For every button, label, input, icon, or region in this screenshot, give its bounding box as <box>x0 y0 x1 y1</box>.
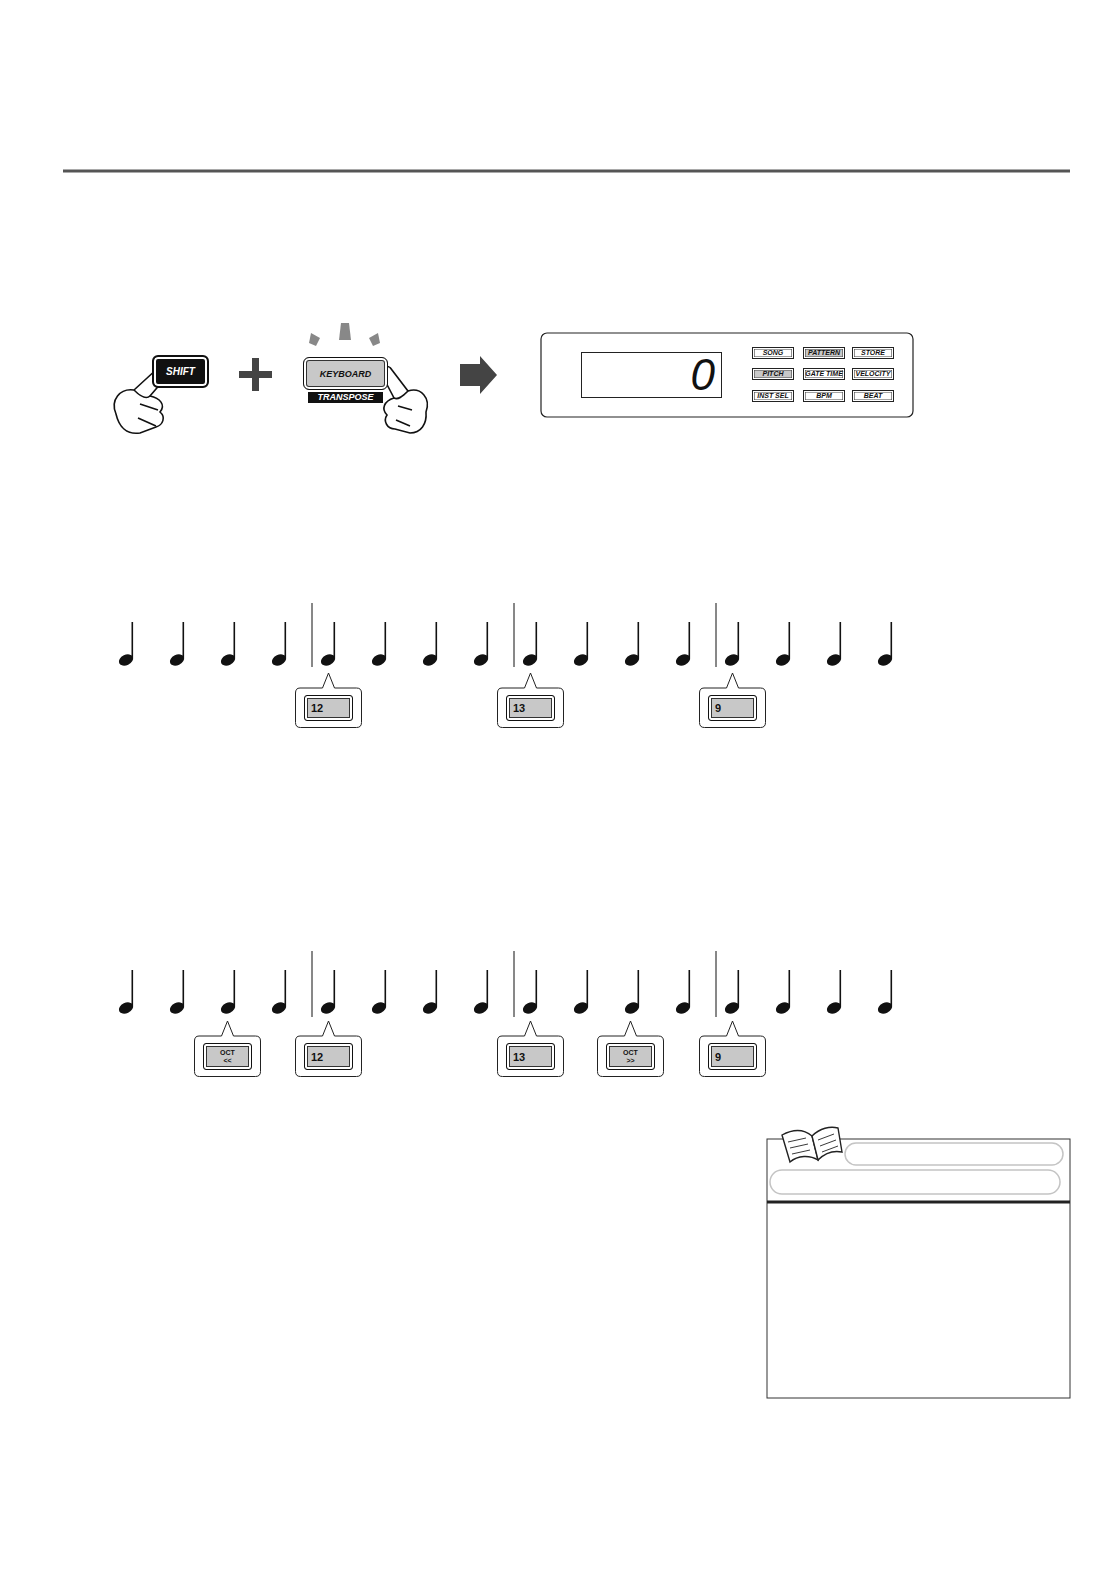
callout-button: 13 <box>497 1020 564 1077</box>
button-label: SONG <box>763 349 784 357</box>
keyboard-key: 13 <box>506 695 555 721</box>
button: BEAT <box>852 390 894 402</box>
button-label: VELOCITY <box>855 370 890 378</box>
key-label: 12 <box>311 702 323 714</box>
function-label: TRANSPOSE <box>308 392 383 403</box>
callout-button: 12 <box>295 1020 362 1077</box>
callout-button: 9 <box>699 672 766 728</box>
button-label: SHIFT <box>166 366 195 377</box>
callout-button: OCT << <box>194 1020 261 1077</box>
button: INST SEL <box>752 390 794 402</box>
button: SONG <box>752 347 794 359</box>
arrow <box>460 356 497 394</box>
keyboard-key: OCT >> <box>606 1043 655 1070</box>
key-label: 13 <box>513 1051 525 1063</box>
keyboard-key: 9 <box>708 695 757 721</box>
lcd-digit: 0 <box>691 353 715 397</box>
callout-button: 12 <box>295 672 362 728</box>
callout-button: 9 <box>699 1020 766 1077</box>
key-label: 13 <box>513 702 525 714</box>
callout-button: 13 <box>497 672 564 728</box>
button-label: BEAT <box>864 392 883 400</box>
key-label: 12 <box>311 1051 323 1063</box>
display-panel <box>541 333 913 417</box>
rule <box>63 170 1070 173</box>
button-label: BPM <box>816 392 832 400</box>
key-label: OCT << <box>219 1049 237 1065</box>
button-label: KEYBOARD <box>320 369 372 379</box>
button-label: STORE <box>861 349 885 357</box>
keyboard-key: OCT << <box>203 1043 252 1070</box>
button: KEYBOARDTRANSPOSE <box>303 357 388 390</box>
lcd-screen: 0 <box>581 352 722 398</box>
keyboard-key: 12 <box>304 695 353 721</box>
callout-button: OCT >> <box>597 1020 664 1077</box>
button-label: INST SEL <box>757 392 789 400</box>
keyboard-key: 9 <box>708 1043 757 1070</box>
button-label: PITCH <box>763 370 784 378</box>
hand <box>381 366 427 433</box>
button: STORE <box>852 347 894 359</box>
key-label: 9 <box>715 1051 721 1063</box>
note-box <box>767 1127 1070 1398</box>
key-label: OCT >> <box>622 1049 640 1065</box>
keyboard-key: 13 <box>506 1043 555 1070</box>
button: VELOCITY <box>852 368 894 380</box>
button: PITCH <box>752 368 794 380</box>
light-rays <box>309 323 380 346</box>
button: SHIFT <box>152 355 209 388</box>
button-label: GATE TIME <box>805 370 843 378</box>
notes <box>117 603 894 1017</box>
button: GATE TIME <box>803 368 845 380</box>
key-label: 9 <box>715 702 721 714</box>
button: BPM <box>803 390 845 402</box>
plus-sign <box>239 358 272 391</box>
button-label: PATTERN <box>808 349 840 357</box>
button: PATTERN <box>803 347 845 359</box>
keyboard-key: 12 <box>304 1043 353 1070</box>
